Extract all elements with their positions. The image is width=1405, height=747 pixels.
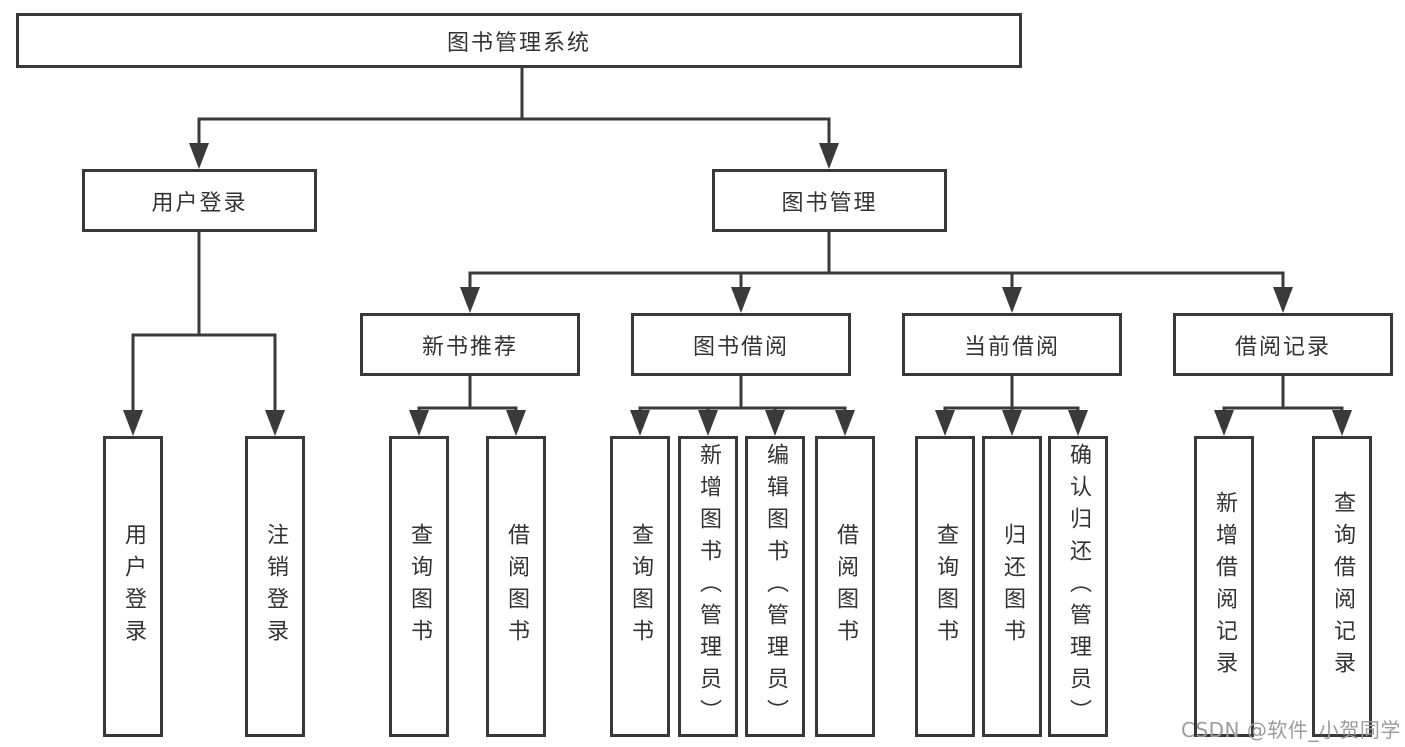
leaf-query-books-borrowing: 查询图书 (610, 436, 670, 737)
node-label: 新书推荐 (421, 334, 518, 360)
node-label: 新增图书（管理员） (696, 442, 721, 731)
leaf-edit-books-admin: 编辑图书（管理员） (745, 436, 805, 737)
node-label: 借阅记录 (1234, 334, 1331, 360)
node-label: 用户登录 (121, 522, 146, 651)
leaf-query-books-recommend: 查询图书 (389, 436, 449, 737)
leaf-user-login: 用户登录 (103, 436, 163, 737)
leaf-add-borrow-record: 新增借阅记录 (1194, 436, 1254, 737)
node-label: 查询借阅记录 (1330, 490, 1355, 683)
node-label: 确认归还（管理员） (1066, 442, 1091, 731)
leaf-add-books-admin: 新增图书（管理员） (678, 436, 738, 737)
node-label: 注销登录 (263, 522, 288, 651)
node-label: 借阅图书 (833, 522, 858, 651)
node-label: 图书管理 (781, 190, 878, 216)
node-library-management-system: 图书管理系统 (16, 13, 1022, 68)
node-new-book-recommendation: 新书推荐 (360, 313, 580, 376)
node-label: 归还图书 (1000, 522, 1025, 651)
node-label: 图书借阅 (692, 334, 789, 360)
leaf-borrow-books: 借阅图书 (815, 436, 875, 737)
leaf-borrow-books-recommend: 借阅图书 (486, 436, 546, 737)
leaf-query-books-current: 查询图书 (915, 436, 975, 737)
node-book-borrowing: 图书借阅 (631, 313, 851, 376)
leaf-confirm-return-admin: 确认归还（管理员） (1048, 436, 1108, 737)
node-label: 编辑图书（管理员） (763, 442, 788, 731)
node-book-management: 图书管理 (712, 169, 947, 232)
node-label: 查询图书 (407, 522, 432, 651)
node-label: 查询图书 (933, 522, 958, 651)
node-borrowing-records: 借阅记录 (1173, 313, 1393, 376)
node-label: 用户登录 (151, 190, 248, 216)
node-label: 图书管理系统 (446, 30, 591, 56)
node-label: 新增借阅记录 (1212, 490, 1237, 683)
node-label: 当前借阅 (963, 334, 1060, 360)
watermark: CSDN @软件_小贺同学 (1181, 718, 1401, 742)
leaf-logout: 注销登录 (245, 436, 305, 737)
node-user-login: 用户登录 (82, 169, 317, 232)
node-label: 借阅图书 (504, 522, 529, 651)
arrowhead-icons (123, 143, 1352, 436)
leaf-query-borrow-record: 查询借阅记录 (1312, 436, 1372, 737)
node-current-borrowing: 当前借阅 (902, 313, 1122, 376)
leaf-return-books: 归还图书 (982, 436, 1042, 737)
node-label: 查询图书 (628, 522, 653, 651)
